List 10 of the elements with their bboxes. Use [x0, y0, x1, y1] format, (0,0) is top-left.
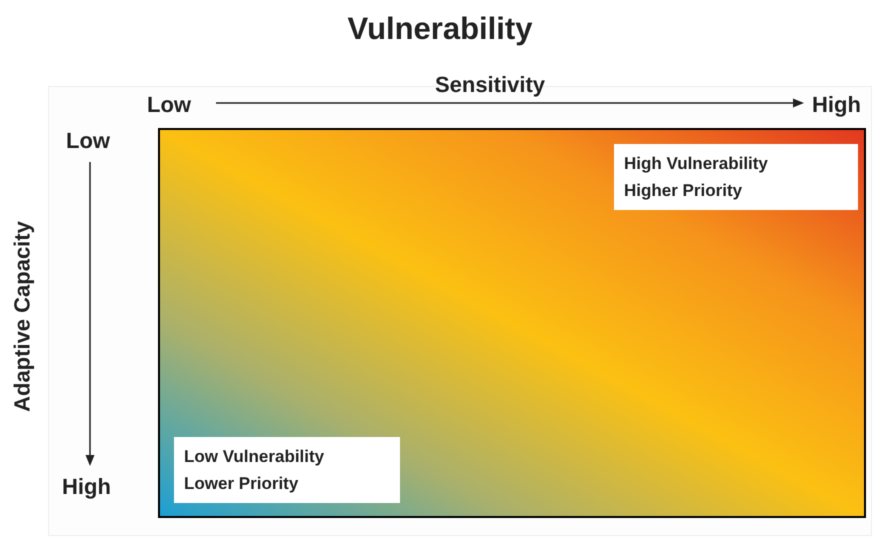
- axis-label: High: [62, 473, 111, 501]
- axis-title: Adaptive Capacity: [8, 220, 36, 414]
- axis-label: Low: [147, 91, 191, 119]
- text-box: High Vulnerability Higher Priority: [614, 144, 858, 210]
- axis-label: Low: [66, 127, 110, 155]
- text-box: Low Vulnerability Lower Priority: [174, 437, 400, 503]
- gradient-box: [158, 128, 866, 518]
- axis-label: High: [812, 91, 861, 119]
- title: Vulnerability: [346, 10, 534, 48]
- axis-title: Sensitivity: [434, 71, 546, 99]
